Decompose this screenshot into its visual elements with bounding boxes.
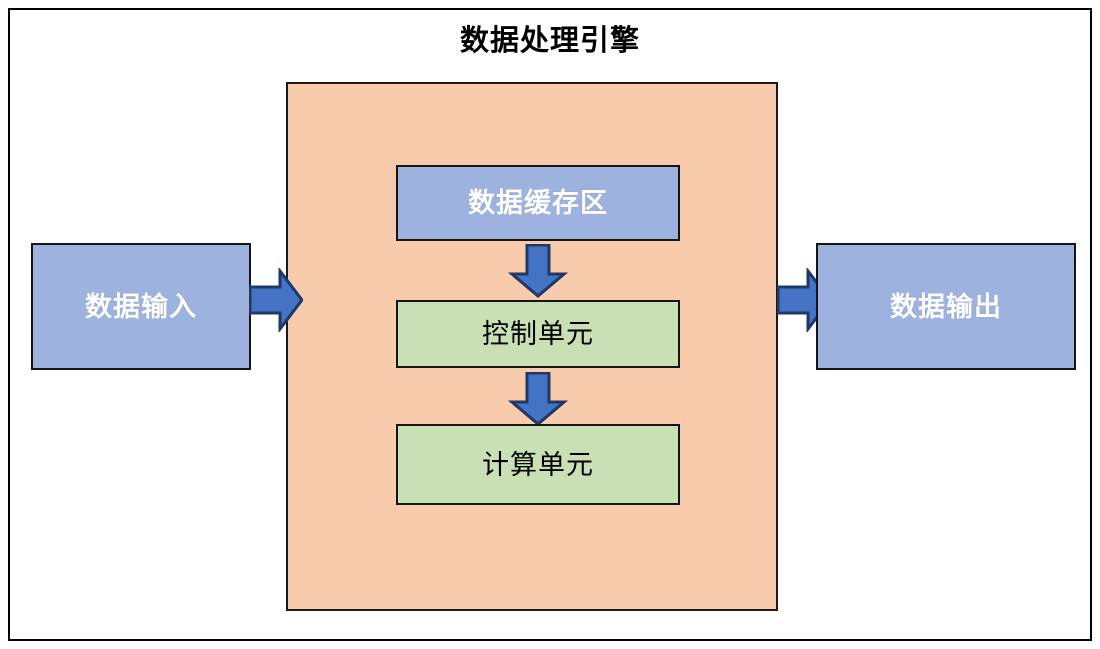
- node-data-buffer-label: 数据缓存区: [468, 188, 608, 218]
- arrow-down-icon: [508, 372, 568, 426]
- page-title: 数据处理引擎: [459, 25, 640, 57]
- node-data-input[interactable]: 数据输入: [31, 243, 251, 370]
- arrow-right-icon: [249, 268, 303, 332]
- node-compute-unit-label: 计算单元: [482, 449, 594, 480]
- node-control-unit-label: 控制单元: [482, 319, 594, 349]
- node-data-buffer[interactable]: 数据缓存区: [396, 165, 680, 241]
- node-data-input-label: 数据输入: [85, 291, 197, 322]
- node-compute-unit[interactable]: 计算单元: [396, 424, 680, 505]
- node-data-output-label: 数据输出: [890, 291, 1002, 322]
- node-control-unit[interactable]: 控制单元: [396, 300, 680, 368]
- node-data-output[interactable]: 数据输出: [816, 243, 1076, 370]
- arrow-down-icon: [508, 244, 568, 298]
